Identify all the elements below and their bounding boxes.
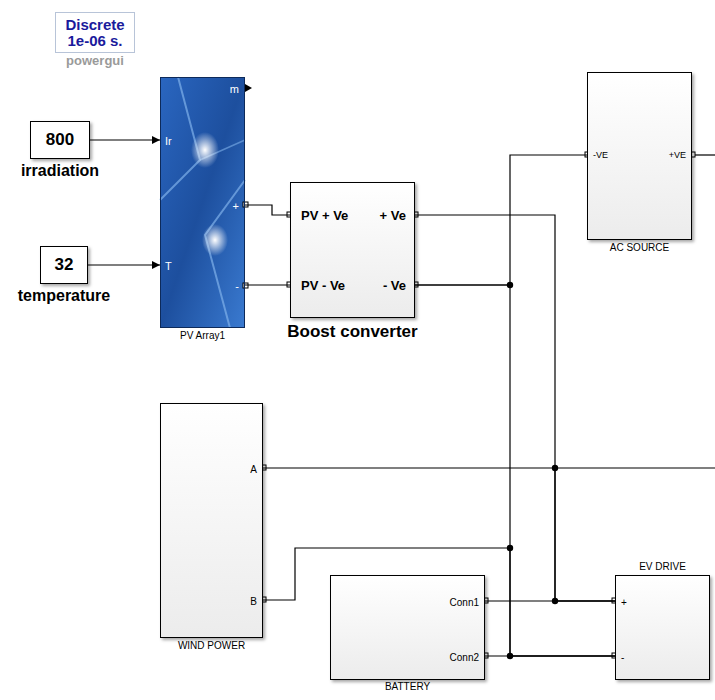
solver-setting: Discrete 1e-06 s. [56,16,134,49]
constant-block: 800irradiation [30,121,90,159]
port-label: T [165,260,172,272]
port-label: - [235,280,239,292]
port-label: + [233,200,239,212]
port-label: m [230,83,239,95]
solver-block: Discrete 1e-06 s.powergui [55,12,135,53]
port-label: - Ve [383,279,406,293]
constant-block: 32temperature [40,246,88,284]
wire [485,655,615,656]
port-label: A [250,464,257,475]
block-name: BATTERY [385,681,430,692]
block-name: powergui [66,54,124,68]
wire [245,284,290,285]
block-name: WIND POWER [178,640,245,651]
port-label: -VE [593,151,608,161]
port-label: PV + Ve [301,209,348,223]
block-name: AC SOURCE [610,242,669,253]
wire [415,215,615,601]
port-label: + [621,597,627,608]
source-block: -VE+VEAC SOURCE [587,72,692,240]
signal-arrow [90,139,160,140]
wire [415,155,587,285]
port-label: + Ve [380,209,406,223]
port-label: Conn1 [450,597,479,608]
battery-block: Conn1Conn2BATTERY [330,575,485,680]
constant-value: 32 [41,256,87,275]
signal-arrow [88,264,160,265]
wind-block: ABWIND POWER [160,403,263,638]
wire [485,600,615,601]
pv-panel-picture [160,77,252,328]
port-label: Conn2 [450,652,479,663]
block-name: temperature [18,287,110,305]
block-name: Boost converter [287,323,417,342]
block-name: PV Array1 [180,330,225,341]
wire [245,205,290,215]
converter-block: PV + VePV - Ve+ Ve- VeBoost converter [290,182,415,318]
block-name: irradiation [21,162,99,180]
pv-array-block: IrTm+-PV Array1 [160,77,245,328]
block-name: EV DRIVE [639,561,686,572]
constant-value: 800 [31,131,89,150]
port-label: PV - Ve [301,279,345,293]
port-label: +VE [669,151,686,161]
port-label: B [250,596,257,607]
port-label: - [621,652,624,663]
port-label: Ir [165,135,172,147]
junction-dot [507,282,558,659]
drive-block: EV DRIVE+- [615,575,710,680]
